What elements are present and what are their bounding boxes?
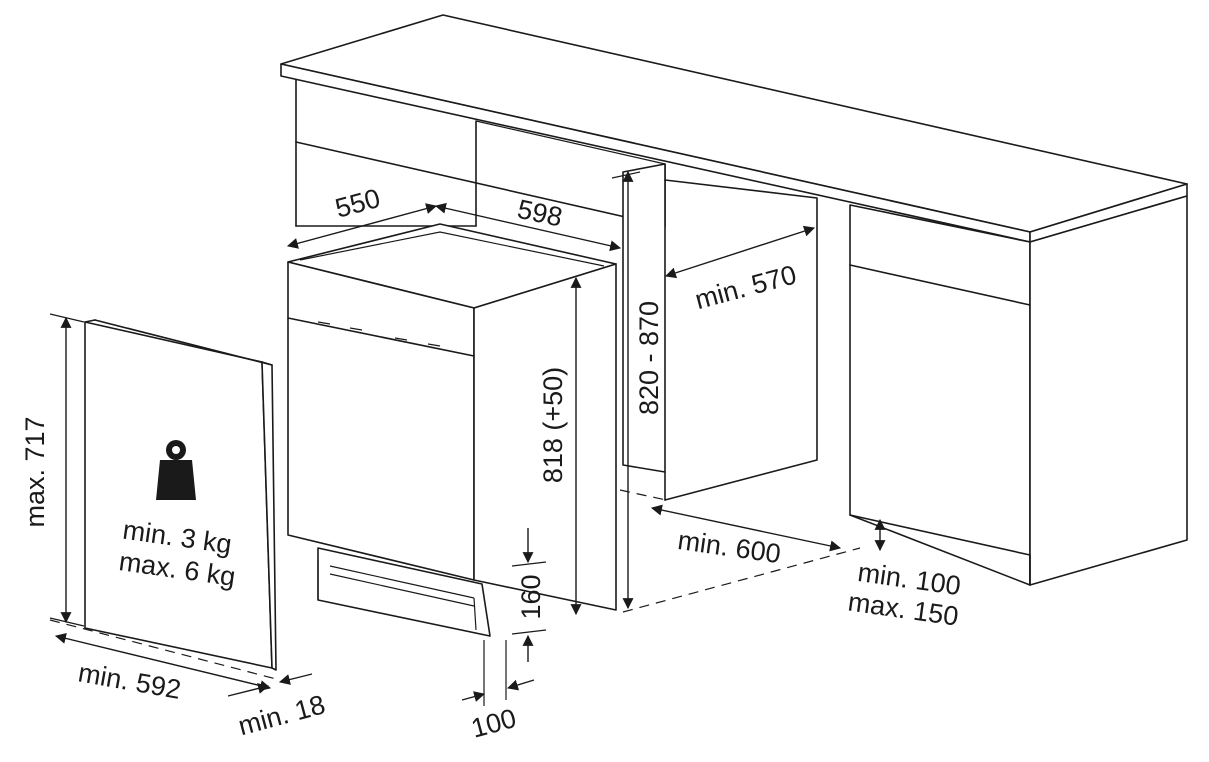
label-height: 818 (+50) — [538, 367, 568, 483]
label-door-height: max. 717 — [20, 416, 50, 527]
dim-line-plinth-depth-left — [461, 691, 486, 702]
dim-line-door-width — [54, 632, 272, 692]
dim-line-niche-depth — [664, 225, 816, 279]
kitchen-cabinets — [280, 14, 1188, 586]
dim-line-niche-width — [650, 504, 842, 552]
dim-line-door-thickness-left — [227, 683, 270, 697]
label-niche-height: 820 - 870 — [634, 301, 664, 415]
right-cabinet — [849, 195, 1188, 586]
dim-line-door-thickness-right — [278, 673, 313, 685]
dim-line-depth — [286, 203, 438, 249]
label-door-thickness: min. 18 — [235, 689, 328, 741]
label-door-width: min. 592 — [76, 657, 183, 705]
weight-icon — [156, 440, 196, 500]
label-width: 598 — [515, 194, 565, 233]
dimension-lines — [49, 170, 886, 706]
dim-line-plinth-depth-right — [506, 679, 535, 691]
label-plinth-height: 160 — [516, 574, 546, 619]
dim-line-width — [434, 202, 622, 252]
dishwasher-front — [287, 261, 475, 581]
label-plinth-depth: 100 — [468, 703, 519, 744]
worktop — [280, 14, 1188, 233]
label-niche-depth: min. 570 — [692, 259, 800, 315]
label-depth: 550 — [332, 183, 383, 224]
label-niche-width: min. 600 — [676, 525, 783, 569]
niche-back-wall — [664, 179, 818, 501]
